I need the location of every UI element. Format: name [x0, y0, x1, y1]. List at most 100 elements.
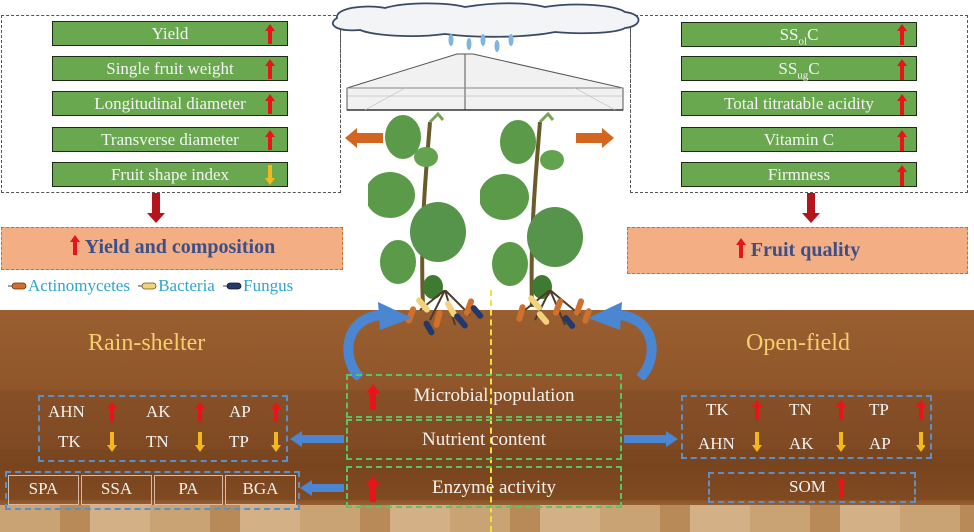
curved-arrow-right-icon: [588, 302, 657, 380]
transverse-diameter-item: Transverse diameter: [52, 127, 288, 152]
down-arrow-to-yield-summary: [147, 193, 165, 223]
left-nutrient-trend-arrows: [107, 402, 281, 452]
nutrient-content-box: Nutrient content: [346, 419, 622, 460]
up-arrow-icon: [836, 400, 846, 420]
up-arrow-icon: [265, 94, 275, 114]
nutrient-ap: AP: [869, 434, 891, 453]
actinomycetes-icon: [8, 282, 27, 290]
legend-label: Actinomycetes: [28, 276, 130, 295]
microbial-population-box: Microbial population: [346, 374, 622, 418]
up-arrow-icon: [265, 130, 275, 150]
rain-shelter-label: Rain-shelter: [88, 330, 206, 356]
root-microbes-right: [516, 290, 592, 329]
enzyme-ssa: SSA: [81, 475, 152, 505]
down-arrow-icon: [916, 432, 925, 452]
up-arrow-icon: [735, 238, 746, 258]
legend-label: Fungus: [243, 276, 294, 295]
trend-arrows-left-panel: [265, 24, 275, 185]
orange-right-arrow-icon: [576, 128, 614, 148]
ssolc-item: SSolC: [681, 22, 917, 47]
enzyme-activity-box: Enzyme activity: [346, 466, 622, 508]
nutrient-ahn: AHN: [698, 434, 735, 453]
kiwi-plant-right-icon: [480, 112, 583, 308]
up-arrow-icon: [69, 235, 80, 255]
up-arrow-icon: [897, 59, 907, 80]
open-field-nutrients-box: [681, 395, 932, 459]
center-label: Microbial population: [413, 385, 575, 406]
up-arrow-icon: [916, 400, 925, 420]
nutrient-tn: TN: [146, 432, 169, 451]
bacteria-icon: [138, 282, 157, 290]
up-arrow-icon: [265, 59, 275, 79]
center-label: Enzyme activity: [432, 477, 556, 498]
down-arrow-icon: [271, 432, 281, 452]
blue-arrow-to-left-nutrients: [290, 431, 344, 447]
open-field-label: Open-field: [746, 330, 850, 356]
nutrient-tk: TK: [706, 400, 729, 419]
ssugc-item: SSugC: [681, 56, 917, 81]
yield-and-composition-summary: Yield and composition: [1, 227, 343, 270]
nutrient-ak: AK: [789, 434, 814, 453]
item-label: Fruit shape index: [110, 165, 230, 184]
raindrops-icon: [448, 34, 514, 52]
item-label-sub: ol: [798, 35, 808, 48]
enzyme-bga: BGA: [225, 475, 296, 505]
item-label-tail: C: [808, 59, 820, 78]
orange-left-arrow-icon: [345, 128, 383, 148]
item-label-tail: C: [807, 25, 819, 44]
longitudinal-diameter-item: Longitudinal diameter: [52, 91, 288, 116]
item-label: Longitudinal diameter: [94, 94, 246, 113]
nutrient-ap: AP: [229, 402, 251, 421]
up-arrow-icon: [836, 477, 846, 497]
item-label: Transverse diameter: [101, 130, 239, 149]
up-arrow-icon: [195, 402, 205, 422]
kiwi-plant-left-icon: [368, 112, 466, 308]
legend-label: Bacteria: [158, 276, 215, 295]
item-label: SS: [779, 25, 799, 44]
rain-shelter-roof-icon: [346, 53, 624, 111]
curved-arrow-left-icon: [343, 302, 412, 380]
down-arrow-icon: [107, 432, 117, 452]
enzyme-spa: SPA: [8, 475, 79, 505]
nutrient-tn: TN: [789, 400, 812, 419]
center-label: Nutrient content: [422, 429, 546, 450]
vitamin-c-item: Vitamin C: [681, 127, 917, 152]
up-arrow-icon: [897, 165, 907, 186]
up-arrow-icon: [265, 24, 275, 44]
nutrient-som: SOM: [789, 477, 826, 496]
down-arrow-icon: [195, 432, 205, 452]
nutrient-ak: AK: [146, 402, 171, 421]
down-arrow-icon: [752, 432, 762, 452]
up-arrow-icon: [271, 402, 281, 422]
rain-shelter-nutrients-box: [38, 395, 288, 462]
cloud-icon: [331, 2, 640, 38]
item-label: SS: [778, 59, 798, 78]
nutrient-tp: TP: [869, 400, 889, 419]
blue-arrow-to-right-nutrients: [624, 431, 678, 447]
summary-label: Fruit quality: [750, 239, 861, 261]
up-arrow-icon: [107, 402, 117, 422]
up-arrow-icon: [366, 384, 380, 410]
item-label: Total titratable acidity: [724, 94, 874, 113]
legend-item-actinomycetes: Actinomycetes: [8, 276, 130, 295]
center-divider: [490, 290, 492, 532]
fruit-quality-summary: Fruit quality: [627, 227, 968, 274]
nutrient-tk: TK: [58, 432, 81, 451]
single-fruit-weight-item: Single fruit weight: [52, 56, 288, 81]
item-label: Yield: [151, 24, 189, 43]
nutrient-ahn: AHN: [48, 402, 85, 421]
connector-right: [630, 28, 631, 148]
rain-shelter-enzymes-box: [5, 471, 300, 510]
fruit-shape-index-item: Fruit shape index: [52, 162, 288, 187]
total-titratable-acidity-item: Total titratable acidity: [681, 91, 917, 116]
down-arrow-icon: [836, 432, 846, 452]
enzyme-pa: PA: [154, 475, 223, 505]
down-arrow-to-quality-summary: [802, 193, 820, 223]
item-label-sub: ug: [797, 69, 809, 82]
legend-item-fungus: Fungus: [223, 276, 293, 295]
up-arrow-icon: [897, 130, 907, 151]
legend-item-bacteria: Bacteria: [138, 276, 215, 295]
up-arrow-icon: [897, 24, 907, 45]
item-label: Single fruit weight: [106, 59, 234, 78]
root-microbes-left: [405, 290, 484, 336]
